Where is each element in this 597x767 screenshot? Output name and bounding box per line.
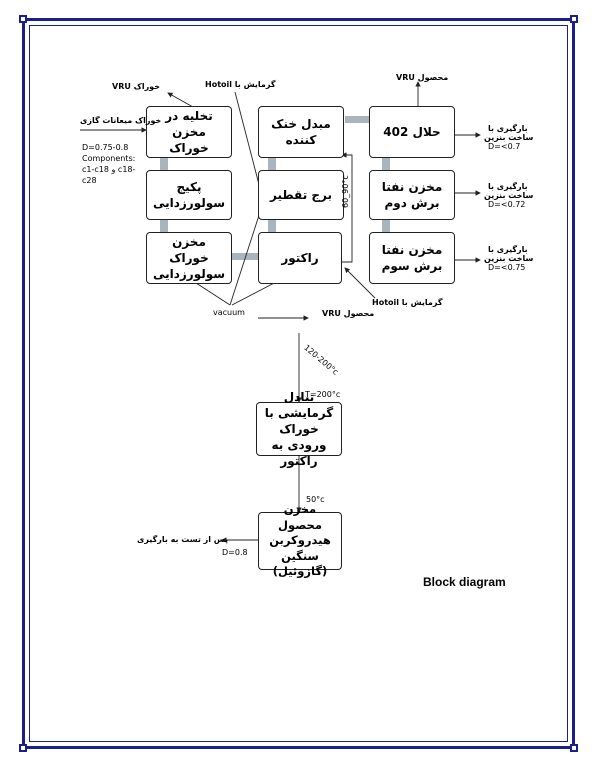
loading-label-1: بارگیری با (488, 124, 528, 133)
density-label-1: D=<0.7 (488, 142, 521, 151)
connector (345, 116, 370, 123)
connector (160, 157, 168, 171)
feed-density-label: D=0.75-0.8 (82, 143, 129, 152)
reactor-box: راکتور (258, 232, 342, 284)
components-end-label: c28 (82, 176, 97, 185)
components-range-label: c1-c18 و c18- (82, 165, 136, 174)
vacuum-label: vacuum (213, 308, 245, 317)
hotoil-top-label: گرمایش با Hotoil (205, 80, 276, 89)
loading-label-2b: ساخت بنزین (484, 191, 534, 200)
after-test-label: پس از تست به بارگیری (137, 535, 229, 544)
sweetened-feed-tank-box: مخزن خوراک سولورزدایی (146, 232, 232, 284)
temp-200-label: T=200°c (305, 390, 341, 399)
heavy-product-tank-box: مخزن محصول هیدروکربن سنگین (گازوئیل) (258, 502, 342, 578)
frame-corner (19, 744, 27, 752)
temp-60-90-label: 60_90°c (341, 175, 350, 208)
naphtha-cut2-box: مخزن نفتا برش دوم (369, 170, 455, 220)
density-label-2: D=<0.72 (488, 200, 526, 209)
density-label-3: D=<0.75 (488, 263, 526, 272)
page-border-inner (29, 25, 568, 742)
feed-vru-label: خوراک VRU (112, 82, 160, 91)
temp-50-label: 50°c (306, 495, 325, 504)
heavy-density-label: D=0.8 (222, 548, 248, 557)
hotoil-bottom-label: گرمایش با Hotoil (372, 298, 443, 307)
distillation-tower-box: برج تقطیر (258, 170, 344, 220)
heat-exchange-box: تبادل گرمایشی با خوراک ورودی به راکتور (256, 390, 342, 468)
sweetening-package-box: پکیج سولورزدایی (146, 170, 232, 220)
product-vru-top-label: محصول VRU (396, 73, 449, 82)
page-border-outer (22, 18, 575, 749)
connector (382, 219, 390, 233)
loading-label-1b: ساخت بنزین (484, 133, 534, 142)
connector (232, 253, 258, 260)
product-vru-mid-label: محصول VRU (322, 309, 375, 318)
connector (382, 157, 390, 171)
solvent-402-box: حلال 402 (369, 106, 455, 158)
components-label: Components: (82, 154, 136, 163)
gas-condensate-feed-label: خوراک میعانات گازی (80, 116, 162, 125)
connector (268, 157, 276, 171)
connector (160, 219, 168, 233)
naphtha-cut3-box: مخزن نفتا برش سوم (369, 232, 455, 284)
frame-corner (19, 15, 27, 23)
loading-label-3b: ساخت بنزین (484, 254, 534, 263)
frame-corner (570, 744, 578, 752)
connector (268, 219, 276, 233)
frame-corner (570, 15, 578, 23)
feed-tank-box: تخلیه در مخزن خوراک (146, 106, 232, 158)
diagram-title: Block diagram (423, 575, 506, 589)
loading-label-2: بارگیری با (488, 182, 528, 191)
cooler-exchanger-box: مبدل خنک کننده (258, 106, 344, 158)
loading-label-3: بارگیری با (488, 245, 528, 254)
